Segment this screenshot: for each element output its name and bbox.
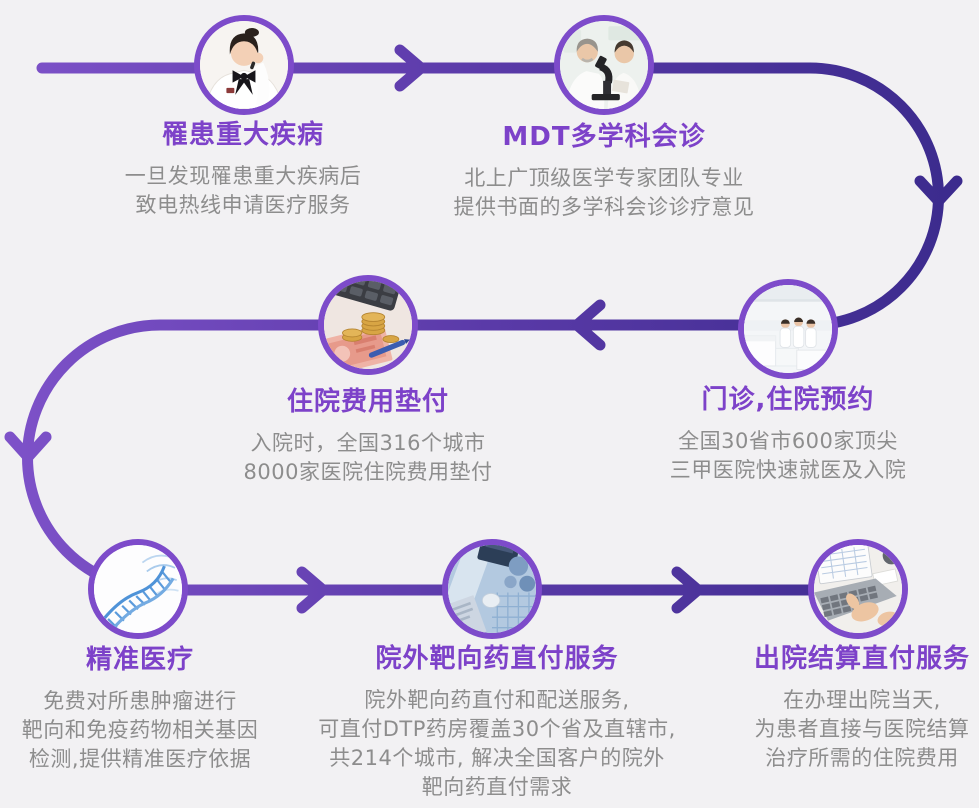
step-desc-line: 检测,提供精准医疗依据: [28, 747, 252, 771]
laptop-settlement-photo: [814, 545, 902, 633]
step-block-advance-payment: 住院费用垫付 入院时，全国316个城市 8000家医院住院费用垫付: [244, 389, 493, 487]
doctors-microscope-photo: [560, 21, 648, 109]
step-desc-line: 在办理出院当天,: [783, 688, 941, 712]
step-desc-line: 提供书面的多学科会诊诊疗意见: [453, 195, 755, 219]
arrow-right-icon: [394, 44, 427, 92]
step-desc-line: 致电热线申请医疗服务: [135, 193, 351, 217]
step-desc-line: 靶向和免疫药物相关基因: [21, 718, 259, 742]
step-desc-line: 可直付DTP药房覆盖30个省及直辖市,: [318, 717, 676, 741]
step-node-mdt: [554, 15, 654, 115]
step-desc-line: 北上广顶级医学专家团队专业: [464, 166, 744, 190]
step-title: 精准医疗: [85, 645, 194, 675]
step-title: MDT多学科会诊: [502, 122, 706, 152]
step-node-discharge-settlement: [808, 539, 908, 639]
arrow-right-icon: [296, 566, 329, 614]
step-block-targeted-drugs: 院外靶向药直付服务 院外靶向药直付和配送服务, 可直付DTP药房覆盖30个省及直…: [318, 646, 676, 802]
dna-helix-photo: [94, 545, 182, 633]
step-desc-line: 三甲医院快速就医及入院: [669, 458, 907, 482]
step-title: 门诊,住院预约: [701, 385, 875, 415]
step-desc-line: 入院时，全国316个城市: [250, 431, 486, 455]
pharmacy-supplies-photo: [448, 545, 536, 633]
step-node-advance-payment: [318, 275, 418, 375]
hospital-lobby-photo: [744, 285, 832, 373]
arrow-left-icon: [571, 299, 606, 351]
step-desc-line: 免费对所患肿瘤进行: [43, 689, 237, 713]
calculator-money-photo: [324, 281, 412, 369]
step-block-appointment: 门诊,住院预约 全国30省市600家顶尖 三甲医院快速就医及入院: [670, 387, 907, 485]
step-desc-line: 靶向药直付需求: [421, 775, 573, 799]
step-node-precision-medicine: [88, 539, 188, 639]
step-title: 出院结算直付服务: [753, 644, 971, 674]
arrow-down-icon: [914, 175, 963, 207]
step-block-discharge-settlement: 出院结算直付服务 在办理出院当天, 为患者直接与医院结算 治疗所需的住院费用: [754, 646, 970, 773]
step-title: 罹患重大疾病: [161, 120, 324, 150]
step-node-illness: [194, 15, 294, 115]
arrow-right-icon: [671, 566, 704, 614]
step-desc-line: 8000家医院住院费用垫付: [243, 460, 493, 484]
step-title: 院外靶向药直付服务: [375, 644, 619, 674]
step-desc-line: 院外靶向药直付和配送服务,: [364, 688, 630, 712]
step-block-mdt: MDT多学科会诊 北上广顶级医学专家团队专业 提供书面的多学科会诊诊疗意见: [454, 124, 755, 222]
arrow-down-icon: [4, 431, 52, 463]
step-node-targeted-drugs: [442, 539, 542, 639]
step-desc-line: 治疗所需的住院费用: [765, 746, 959, 770]
flow-path: [22, 62, 944, 596]
step-node-appointment: [738, 279, 838, 379]
step-block-precision-medicine: 精准医疗 免费对所患肿瘤进行 靶向和免疫药物相关基因 检测,提供精准医疗依据: [22, 647, 259, 774]
step-desc-line: 一旦发现罹患重大疾病后: [124, 164, 362, 188]
step-desc-line: 全国30省市600家顶尖: [678, 429, 898, 453]
step-title: 住院费用垫付: [286, 387, 450, 417]
step-desc-line: 为患者直接与医院结算: [754, 717, 970, 741]
step-block-illness: 罹患重大疾病 一旦发现罹患重大疾病后 致电热线申请医疗服务: [125, 122, 362, 220]
customer-service-agent-photo: [200, 21, 288, 109]
step-desc-line: 共214个城市, 解决全国客户的院外: [329, 746, 665, 770]
